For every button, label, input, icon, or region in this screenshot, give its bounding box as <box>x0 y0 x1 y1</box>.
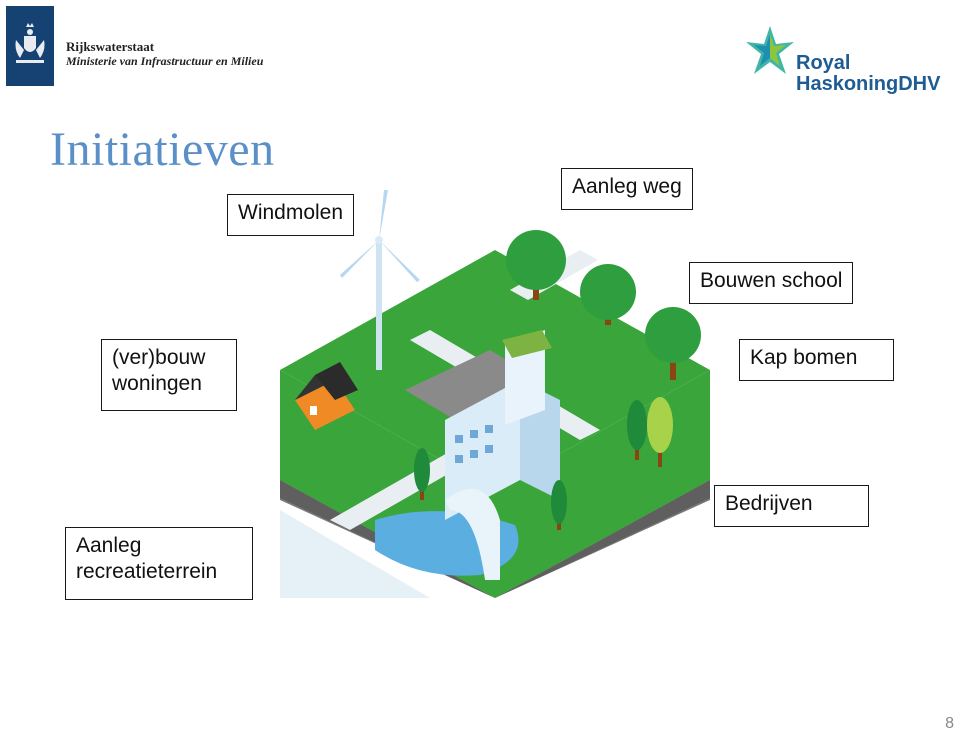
label-recreatie-line2: recreatieterrein <box>76 560 218 583</box>
star-icon <box>746 26 794 74</box>
label-kap-bomen: Kap bomen <box>739 339 894 381</box>
label-verbouw-woningen: (ver)bouw woningen <box>101 339 237 411</box>
label-bouwen-school: Bouwen school <box>689 262 854 304</box>
label-verbouw-line2: woningen <box>112 372 202 395</box>
label-bedrijven: Bedrijven <box>714 485 869 527</box>
label-windmolen: Windmolen <box>227 194 355 236</box>
brand-line-haskoningdhv: HaskoningDHV <box>796 73 941 95</box>
rijkswaterstaat-name: Rijkswaterstaat <box>66 39 155 54</box>
page-number: 8 <box>945 715 954 732</box>
royal-haskoningdhv-logo: Royal HaskoningDHV <box>746 24 946 100</box>
rijkswaterstaat-logo: Rijkswaterstaat Ministerie van Infrastru… <box>6 6 263 86</box>
label-recreatie-line1: Aanleg <box>76 534 142 557</box>
city-illustration <box>280 180 710 598</box>
ministry-name: Ministerie van Infrastructuur en Milieu <box>66 54 264 68</box>
crest-icon <box>6 6 54 86</box>
label-verbouw-line1: (ver)bouw <box>112 346 206 369</box>
label-aanleg-weg: Aanleg weg <box>561 168 693 210</box>
slide-title: Initiatieven <box>50 123 275 176</box>
label-aanleg-recreatieterrein: Aanleg recreatieterrein <box>65 527 253 600</box>
brand-line-royal: Royal <box>796 52 851 74</box>
